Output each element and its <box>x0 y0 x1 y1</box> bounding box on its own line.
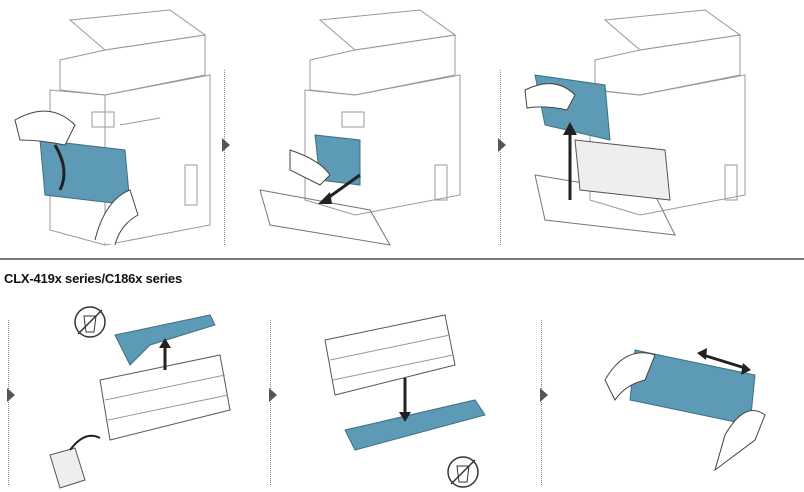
step-divider <box>224 70 225 245</box>
next-step-arrow-icon <box>498 138 506 152</box>
next-step-arrow-icon <box>269 388 277 402</box>
next-step-arrow-icon <box>7 388 15 402</box>
remove-bottom-cover-illustration <box>324 314 486 488</box>
step-divider <box>500 70 501 245</box>
open-front-cover-illustration <box>14 9 211 246</box>
step-divider <box>541 320 542 485</box>
section-heading: CLX-419x series/C186x series <box>4 271 182 286</box>
lift-toner-illustration <box>524 9 746 236</box>
section-divider <box>0 258 804 260</box>
recycle-bin-icon <box>447 456 479 488</box>
step-divider <box>8 320 9 485</box>
remove-protective-cover-illustration <box>49 306 231 489</box>
open-inner-door-illustration <box>259 9 461 246</box>
next-step-arrow-icon <box>222 138 230 152</box>
shake-cartridge-illustration <box>604 348 766 472</box>
recycle-bin-icon <box>74 306 106 338</box>
next-step-arrow-icon <box>540 388 548 402</box>
step-divider <box>270 320 271 485</box>
